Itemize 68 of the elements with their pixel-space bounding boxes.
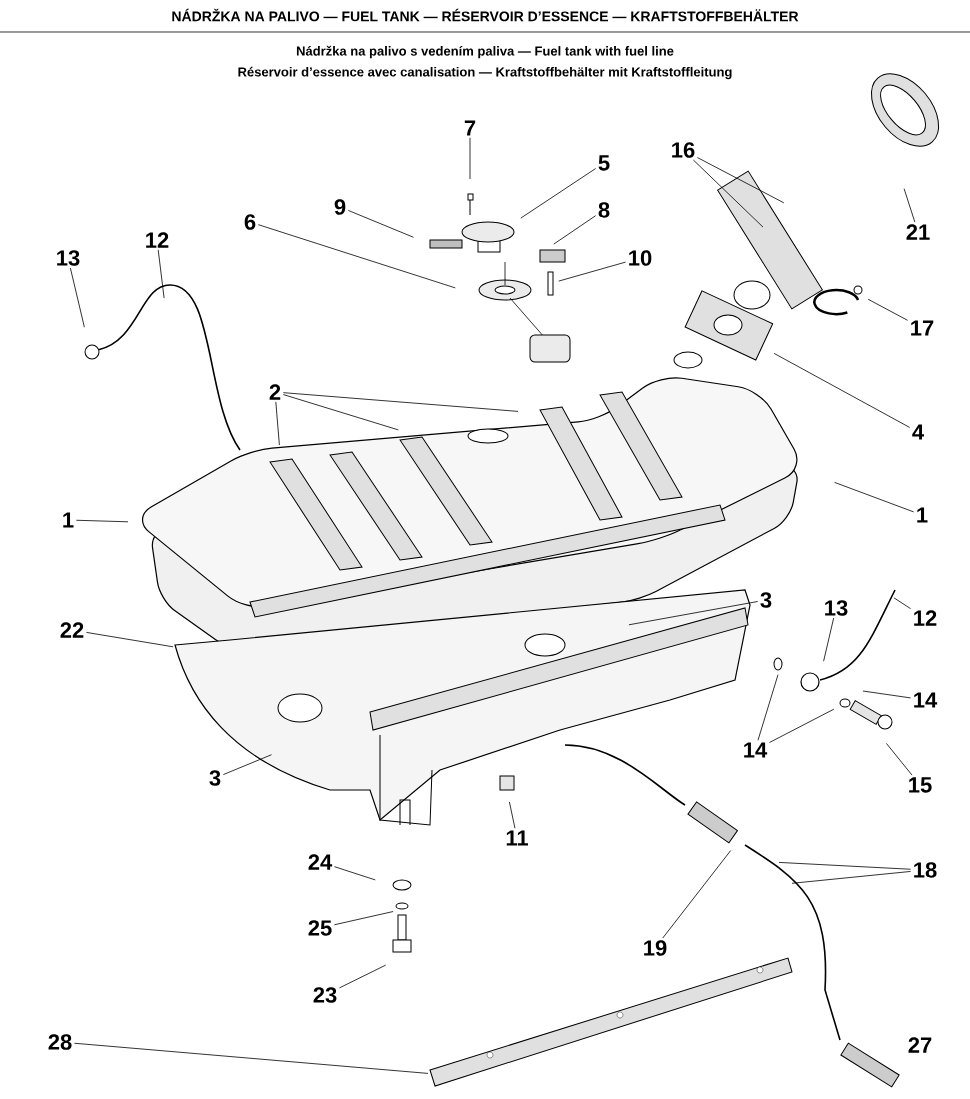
- leader-line: [867, 298, 908, 321]
- leader-line: [69, 267, 85, 328]
- callout-number: 13: [825, 600, 848, 616]
- callout-number: 22: [60, 622, 84, 638]
- callout-number: 3: [760, 592, 772, 608]
- leader-line: [334, 911, 394, 926]
- leader-line: [469, 137, 471, 180]
- leader-line: [222, 754, 272, 775]
- leader-line: [558, 261, 626, 282]
- callout-number: 14: [744, 742, 768, 758]
- leader-line: [886, 743, 913, 776]
- subtitle: Réservoir d’essence avec canalisation — Kraftstoffbehälter mit Kraftstoffleitung: [238, 66, 732, 80]
- leader-line: [791, 871, 911, 884]
- callout-number: 12: [914, 610, 937, 626]
- leader-line: [778, 862, 911, 870]
- callout-number: 8: [598, 202, 610, 218]
- callout-number: 19: [644, 940, 667, 956]
- leader-line: [509, 801, 516, 829]
- callout-number: 28: [48, 1034, 72, 1050]
- leader-line: [75, 519, 129, 523]
- subtitle: Nádržka na palivo s vedením paliva — Fuel tank with fuel line: [296, 45, 674, 59]
- callout-number: 12: [146, 232, 169, 248]
- leader-line: [697, 157, 785, 204]
- leader-line: [769, 708, 835, 743]
- callout-number: 1: [63, 512, 74, 528]
- leader-line: [773, 353, 911, 428]
- leader-line: [662, 850, 732, 939]
- callout-number: 5: [598, 155, 610, 171]
- leader-line: [520, 168, 597, 219]
- leader-line: [339, 964, 387, 989]
- leader-line: [74, 1042, 429, 1074]
- callout-number: 2: [269, 384, 281, 400]
- leader-line: [757, 674, 779, 741]
- callout-number: 27: [908, 1037, 932, 1053]
- callout-number: 16: [672, 142, 695, 158]
- leader-line: [903, 188, 916, 223]
- leader-line: [834, 482, 915, 513]
- callout-number: 6: [244, 214, 256, 230]
- leader-line: [553, 215, 597, 245]
- callout-number: 7: [464, 120, 476, 136]
- title: NÁDRŽKA NA PALIVO — FUEL TANK — RÉSERVOIR D’ESSENCE — KRAFTSTOFFBEHÄLTER: [172, 8, 799, 22]
- callout-number: 24: [308, 854, 333, 870]
- callout-number: 10: [629, 250, 652, 266]
- leader-line: [862, 690, 911, 699]
- leader-line: [275, 401, 280, 446]
- callout-number: 14: [914, 692, 938, 708]
- leader-line: [823, 617, 835, 662]
- leader-line: [157, 249, 165, 299]
- callout-number: 15: [909, 777, 932, 793]
- callout-number: 13: [57, 250, 80, 266]
- callout-number: 1: [917, 507, 928, 523]
- leader-line: [257, 224, 456, 289]
- callout-number: 17: [911, 320, 934, 336]
- callout-number: 3: [209, 770, 221, 786]
- callout-number: 21: [906, 224, 930, 240]
- leader-line: [347, 210, 414, 238]
- callout-number: 4: [912, 424, 924, 440]
- leader-line: [334, 866, 376, 881]
- leader-line: [86, 632, 174, 648]
- leader-line: [893, 597, 911, 610]
- callout-number: 23: [313, 987, 337, 1003]
- leader-line: [282, 392, 519, 412]
- callout-number: 11: [506, 830, 528, 846]
- leader-line: [692, 159, 764, 228]
- callout-number: 18: [914, 862, 937, 878]
- callout-number: 25: [308, 920, 332, 936]
- callout-number: 9: [334, 199, 346, 215]
- leader-line: [282, 394, 399, 431]
